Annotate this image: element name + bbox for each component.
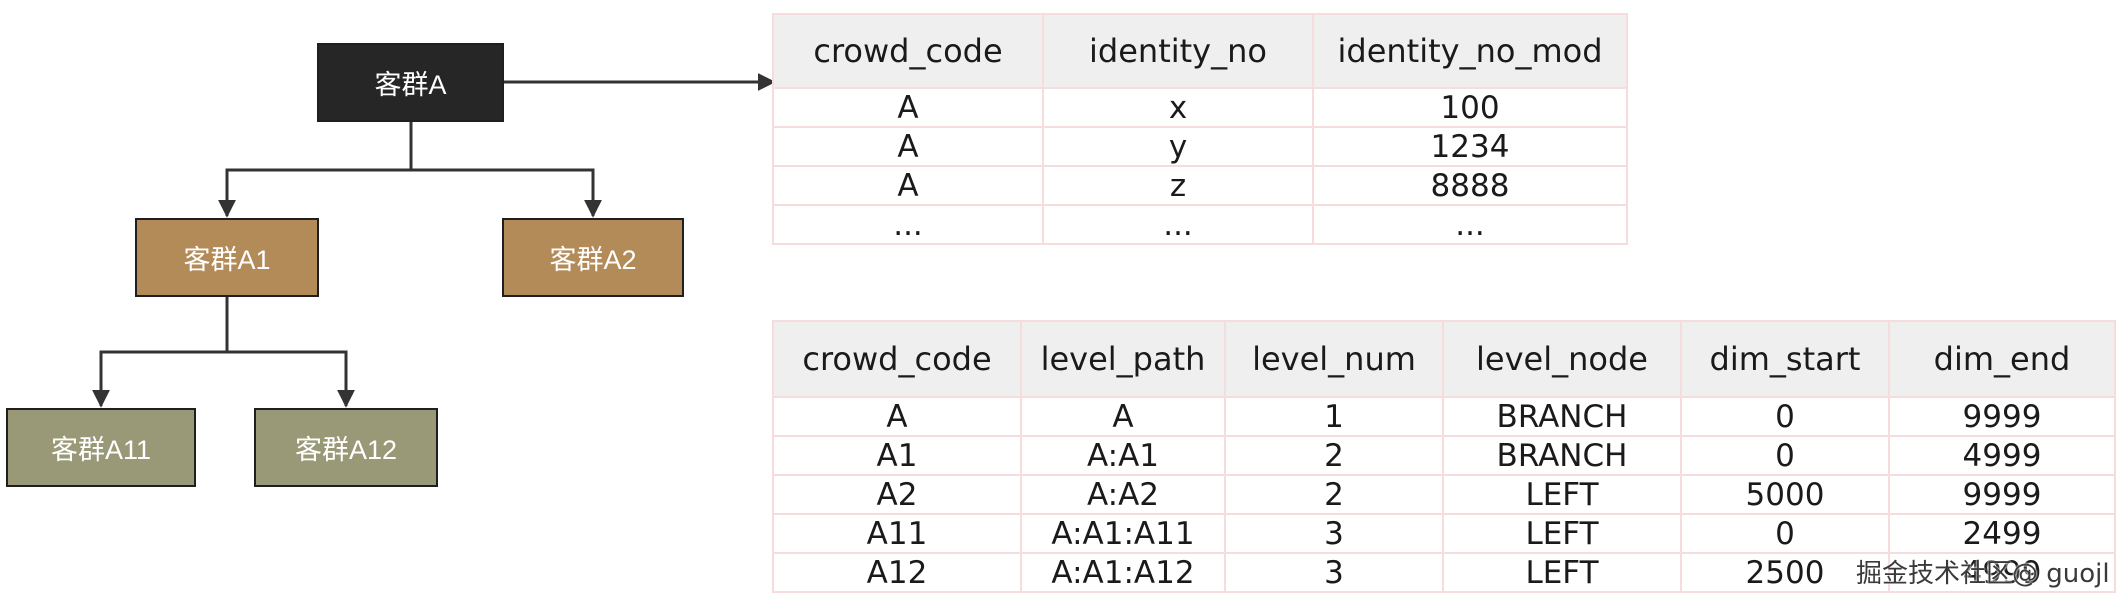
identity-table-header: crowd_code identity_no identity_no_mod <box>772 13 1628 89</box>
watermark-text: 掘金技术社区@ guojl <box>1856 559 2110 589</box>
table-cell: 2500 <box>1680 552 1890 593</box>
column-header: identity_no <box>1042 13 1314 89</box>
table-cell: A <box>772 126 1044 167</box>
column-header: level_num <box>1224 320 1444 398</box>
node-crowd-a1: 客群A1 <box>135 218 319 297</box>
table-cell: A11 <box>772 513 1022 554</box>
table-row: A2 A:A2 2 LEFT 5000 9999 <box>772 474 2116 515</box>
node-crowd-a12-label: 客群A12 <box>294 435 398 465</box>
table-cell: ... <box>1042 204 1314 245</box>
edge-a1-to-a11 <box>92 297 229 408</box>
table-cell: 5000 <box>1680 474 1890 515</box>
node-crowd-a12: 客群A12 <box>254 408 438 487</box>
level-table: crowd_code level_path level_num level_no… <box>772 320 2116 593</box>
node-crowd-a2-label: 客群A2 <box>549 245 637 275</box>
node-crowd-a11: 客群A11 <box>6 408 196 487</box>
table-cell: 4999 <box>1888 552 2116 593</box>
table-cell: 1234 <box>1312 126 1628 167</box>
table-cell: LEFT <box>1442 513 1682 554</box>
table-row: A x 100 <box>772 87 1628 128</box>
table-cell: A <box>772 396 1022 437</box>
table-cell: 0 <box>1680 513 1890 554</box>
edge-root-to-a1 <box>218 122 413 218</box>
node-crowd-a-label: 客群A <box>374 70 447 100</box>
table-cell: A <box>1020 396 1226 437</box>
table-cell: A:A1:A11 <box>1020 513 1226 554</box>
table-cell: ... <box>1312 204 1628 245</box>
table-cell: x <box>1042 87 1314 128</box>
edge-root-to-a2 <box>411 168 602 218</box>
table-cell: A <box>772 87 1044 128</box>
table-cell: 9999 <box>1888 396 2116 437</box>
column-header: dim_start <box>1680 320 1890 398</box>
table-cell: 8888 <box>1312 165 1628 206</box>
table-row: A12 A:A1:A12 3 LEFT 2500 4999 <box>772 552 2116 593</box>
table-cell: 0 <box>1680 396 1890 437</box>
table-cell: LEFT <box>1442 552 1682 593</box>
node-crowd-a11-label: 客群A11 <box>50 435 152 465</box>
table-cell: 4999 <box>1888 435 2116 476</box>
identity-table: crowd_code identity_no identity_no_mod A… <box>772 13 1628 245</box>
table-row: A A 1 BRANCH 0 9999 <box>772 396 2116 437</box>
column-header: dim_end <box>1888 320 2116 398</box>
table-cell: 2499 <box>1888 513 2116 554</box>
column-header: level_path <box>1020 320 1226 398</box>
table-cell: y <box>1042 126 1314 167</box>
table-cell: A:A2 <box>1020 474 1226 515</box>
table-cell: A1 <box>772 435 1022 476</box>
table-cell: A <box>772 165 1044 206</box>
table-row: A1 A:A1 2 BRANCH 0 4999 <box>772 435 2116 476</box>
table-cell: 2 <box>1224 435 1444 476</box>
table-row: A11 A:A1:A11 3 LEFT 0 2499 <box>772 513 2116 554</box>
column-header: level_node <box>1442 320 1682 398</box>
table-cell: z <box>1042 165 1314 206</box>
table-cell: A12 <box>772 552 1022 593</box>
table-cell: 3 <box>1224 513 1444 554</box>
table-cell: 3 <box>1224 552 1444 593</box>
level-table-header: crowd_code level_path level_num level_no… <box>772 320 2116 398</box>
table-cell: 0 <box>1680 435 1890 476</box>
column-header: identity_no_mod <box>1312 13 1628 89</box>
edge-a1-to-a12 <box>227 350 355 408</box>
table-cell: 2 <box>1224 474 1444 515</box>
table-row: A z 8888 <box>772 165 1628 206</box>
table-cell: BRANCH <box>1442 435 1682 476</box>
table-cell: 9999 <box>1888 474 2116 515</box>
table-cell: 100 <box>1312 87 1628 128</box>
table-cell: BRANCH <box>1442 396 1682 437</box>
node-crowd-a1-label: 客群A1 <box>183 245 271 275</box>
table-cell: 1 <box>1224 396 1444 437</box>
table-cell: A2 <box>772 474 1022 515</box>
table-row: ... ... ... <box>772 204 1628 245</box>
table-cell: A:A1 <box>1020 435 1226 476</box>
table-cell: ... <box>772 204 1044 245</box>
node-crowd-a: 客群A <box>317 43 504 122</box>
node-crowd-a2: 客群A2 <box>502 218 684 297</box>
table-cell: LEFT <box>1442 474 1682 515</box>
column-header: crowd_code <box>772 320 1022 398</box>
table-cell: A:A1:A12 <box>1020 552 1226 593</box>
column-header: crowd_code <box>772 13 1044 89</box>
table-row: A y 1234 <box>772 126 1628 167</box>
